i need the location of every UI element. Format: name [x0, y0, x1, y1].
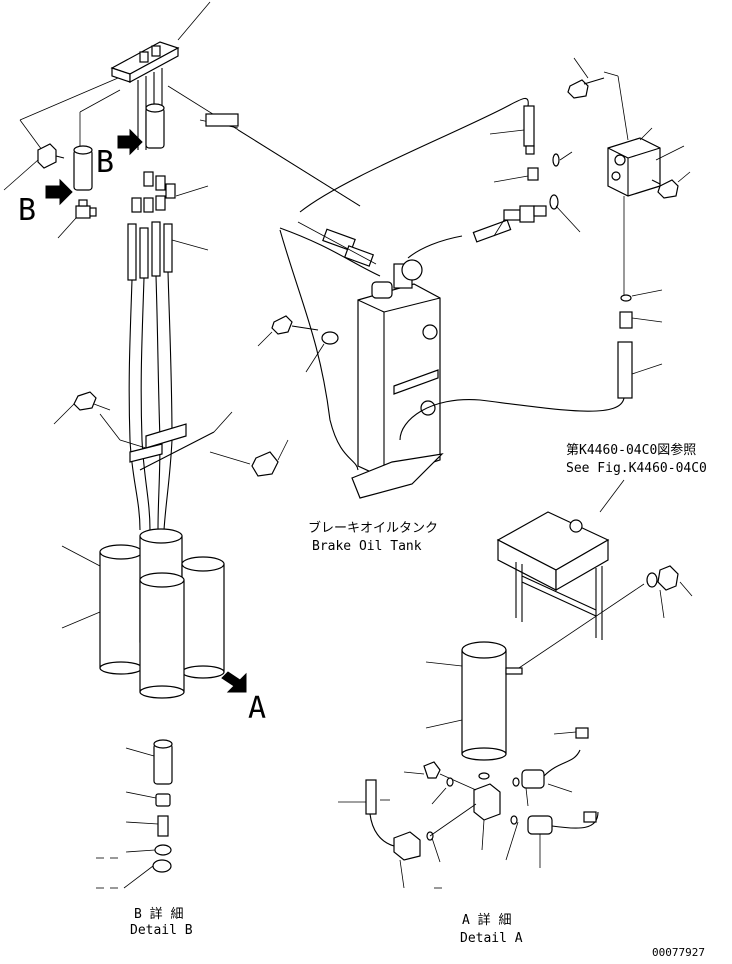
detail-a-title-jp: A 詳 細 [462, 912, 511, 928]
detail-a-title-en: Detail A [460, 931, 523, 946]
detail-a-fittings [338, 727, 599, 889]
tank-label-jp: ブレーキオイルタンク [308, 520, 438, 536]
elbow-fitting [493, 151, 573, 183]
adapter-fitting [493, 194, 581, 237]
hose-clip [257, 315, 339, 373]
tank-pipes [167, 85, 529, 471]
see-fig-en: See Fig.K4460-04C0 [566, 461, 707, 476]
sleeve-part [73, 145, 93, 191]
filter-detail-a [425, 641, 523, 761]
arrow-a [221, 671, 247, 693]
tee-fitting [57, 199, 97, 239]
drawing-number: 00077927 [652, 946, 705, 959]
lower-right-fittings [399, 289, 663, 441]
sleeve-upper [145, 103, 165, 149]
bolt-right-valve [623, 171, 691, 296]
clamp-rod [139, 411, 289, 477]
detail-b-title-en: Detail B [130, 923, 193, 938]
view-label-b2: B [96, 145, 114, 180]
bolt-left-top [3, 143, 65, 191]
brake-oil-tank [351, 259, 444, 499]
detail-b-parts [96, 739, 173, 889]
tank-label-en: Brake Oil Tank [312, 539, 422, 554]
mounting-bracket [496, 511, 610, 640]
washer-nut [509, 565, 693, 675]
hose-clamp [53, 391, 187, 463]
valve-block [607, 127, 685, 197]
arrow-b-upper [117, 128, 143, 156]
fitting-cluster [131, 171, 209, 213]
filter-canister-1 [99, 544, 143, 675]
upper-right-hose [489, 105, 535, 155]
top-manifold-block [110, 1, 211, 84]
filter-canister-3 [181, 556, 225, 679]
bolt-right-top [567, 57, 629, 141]
view-label-a: A [248, 691, 266, 726]
filter-canister-4 [139, 572, 185, 699]
see-fig-jp: 第K4460-04C0図参照 [566, 442, 696, 458]
hose-ends [127, 221, 209, 281]
detail-b-title-jp: B 詳 細 [134, 906, 183, 922]
view-label-b1: B [18, 193, 36, 228]
hose-bundle [128, 271, 173, 531]
arrow-b-lower [45, 178, 73, 206]
